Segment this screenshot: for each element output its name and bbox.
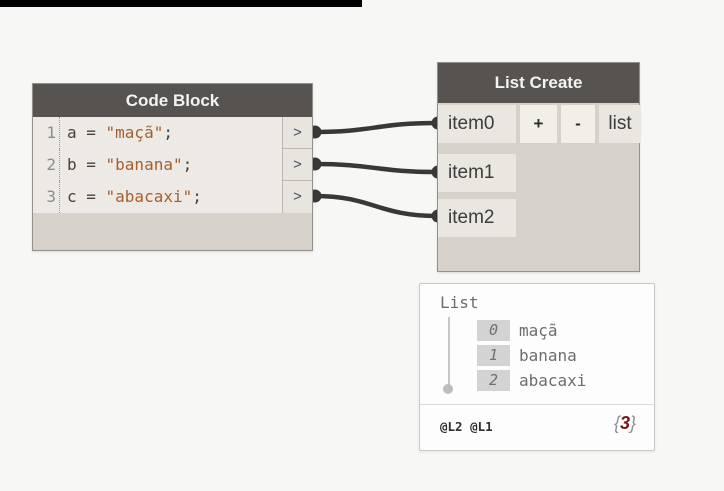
code-line-1[interactable]: 1 a = "maçã"; > [33,117,312,149]
index-badge: 2 [477,370,510,391]
line-number: 3 [33,181,60,213]
list-item-row: 2 abacaxi [420,370,654,391]
code-editor[interactable]: 1 a = "maçã"; > 2 b = "banana"; > 3 c = … [33,117,312,213]
code-line-2[interactable]: 2 b = "banana"; > [33,149,312,181]
output-port-c[interactable]: > [282,181,312,213]
item-value: abacaxi [519,371,587,390]
item-value: banana [519,346,577,365]
preview-bubble[interactable]: List 0 maçã 1 banana 2 abacaxi @L2 @L1 {… [419,283,655,451]
tree-collapse-handle[interactable] [443,384,453,394]
list-create-header[interactable]: List Create [438,63,639,103]
top-edge-bar [0,0,362,7]
code-line-3[interactable]: 3 c = "abacaxi"; > [33,181,312,213]
code-block-header[interactable]: Code Block [33,84,312,117]
wire-item2[interactable] [312,193,440,219]
wire-item0[interactable] [312,120,440,135]
input-port-item2[interactable]: item2 [438,199,516,237]
line-number: 1 [33,117,60,149]
add-item-button[interactable]: + [520,105,557,143]
item-value: maçã [519,321,558,340]
input-port-item0[interactable]: item0 [438,105,516,143]
list-create-node[interactable]: List Create item0 item1 item2 + - list [437,62,641,272]
tree-guide-line [448,317,450,389]
line-number: 2 [33,149,60,181]
output-port-a[interactable]: > [282,117,312,149]
code-text[interactable]: c = "abacaxi"; [67,187,202,206]
code-text[interactable]: b = "banana"; [67,155,193,174]
output-port-list[interactable]: list [599,105,641,143]
index-badge: 0 [477,320,510,341]
lacing-label: @L2 @L1 [440,419,493,434]
list-item-row: 1 banana [420,345,654,366]
list-create-title: List Create [494,73,583,92]
list-root-label: List [440,293,479,312]
preview-footer: @L2 @L1 {3} [420,404,654,450]
list-count-badge: {3} [613,413,636,433]
remove-item-button[interactable]: - [561,105,595,143]
input-port-item1[interactable]: item1 [438,154,516,192]
wire-item1[interactable] [312,161,440,175]
index-badge: 1 [477,345,510,366]
code-text[interactable]: a = "maçã"; [67,123,173,142]
list-item-row: 0 maçã [420,320,654,341]
code-block-node[interactable]: Code Block 1 a = "maçã"; > 2 b = "banana… [32,83,313,251]
output-port-b[interactable]: > [282,149,312,181]
code-block-title: Code Block [125,91,220,110]
